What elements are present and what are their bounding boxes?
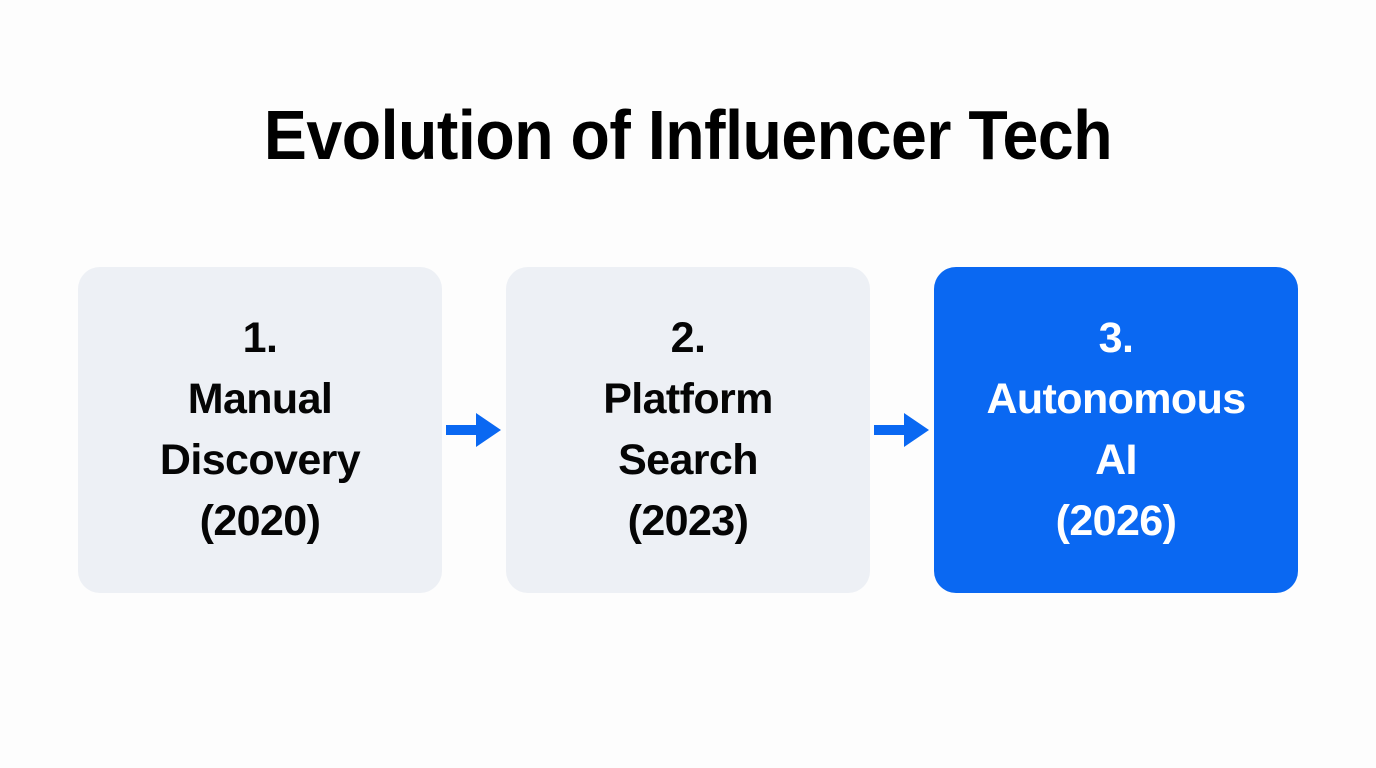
- step-2-name-line-2: Search: [618, 436, 758, 484]
- process-step-3[interactable]: 3. Autonomous AI (2026): [934, 267, 1298, 593]
- step-2-name-line-1: Platform: [603, 375, 773, 423]
- arrow-right-icon-2: [870, 407, 934, 453]
- step-3-name-line-1: Autonomous: [986, 375, 1246, 423]
- process-step-2[interactable]: 2. Platform Search (2023): [506, 267, 870, 593]
- step-3-name-line-2: AI: [1095, 436, 1137, 484]
- step-1-name-line-2: Discovery: [159, 436, 361, 484]
- step-1-name-line-1: Manual: [187, 375, 333, 423]
- step-1-year: (2020): [199, 497, 321, 545]
- process-step-1[interactable]: 1. Manual Discovery (2020): [78, 267, 442, 593]
- step-2-index: 2.: [670, 314, 706, 362]
- step-1-index: 1.: [242, 314, 278, 362]
- page-title: Evolution of Influencer Tech: [263, 96, 1113, 174]
- step-2-year: (2023): [627, 497, 749, 545]
- step-3-index: 3.: [1098, 314, 1134, 362]
- step-3-year: (2026): [1055, 497, 1177, 545]
- process-flow: 1. Manual Discovery (2020) 2. Platform S…: [78, 267, 1298, 593]
- arrow-right-icon-1: [442, 407, 506, 453]
